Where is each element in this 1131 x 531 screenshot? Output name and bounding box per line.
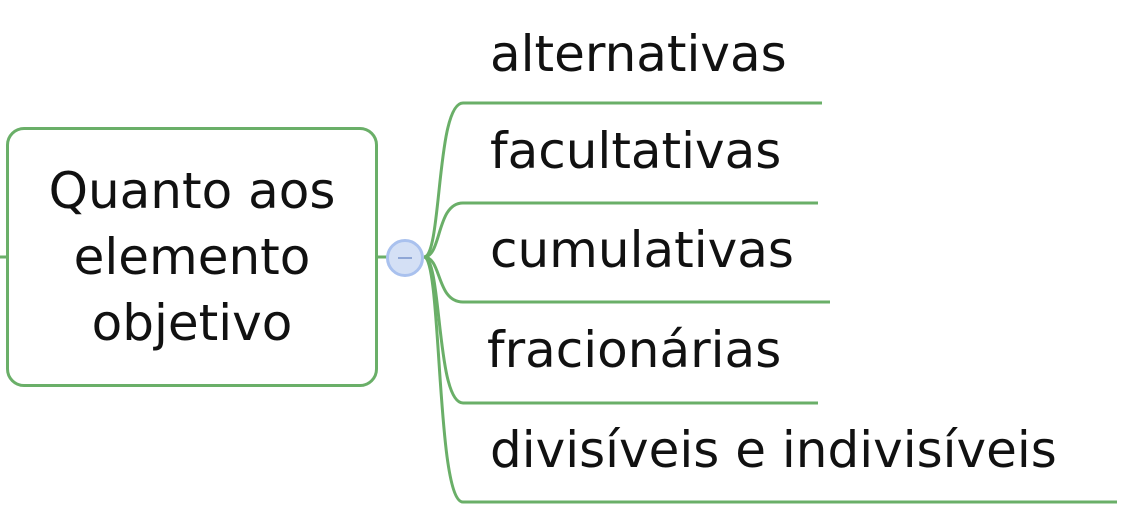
minus-icon [398, 257, 412, 259]
branch-connector-1 [423, 101, 822, 259]
collapse-toggle-button[interactable] [386, 239, 424, 277]
branch-divisiveis-e-indivisiveis[interactable]: divisíveis e indivisíveis [490, 420, 1057, 480]
branch-alternativas[interactable]: alternativas [490, 24, 787, 84]
branch-facultativas[interactable]: facultativas [490, 121, 781, 181]
branch-fracionarias[interactable]: fracionárias [487, 320, 781, 380]
branch-cumulativas[interactable]: cumulativas [490, 220, 794, 280]
branch-connector-2 [423, 201, 818, 259]
central-topic[interactable]: Quanto aos elemento objetivo [6, 127, 378, 387]
branch-label: alternativas [490, 25, 787, 83]
central-topic-label: Quanto aos elemento objetivo [48, 162, 336, 352]
branch-label: cumulativas [490, 221, 794, 279]
branch-label: facultativas [490, 122, 782, 180]
branch-connector-3 [423, 255, 830, 304]
branch-label: fracionárias [487, 321, 782, 379]
branch-label: divisíveis e indivisíveis [490, 421, 1057, 479]
branch-connector-5 [422, 255, 1117, 504]
